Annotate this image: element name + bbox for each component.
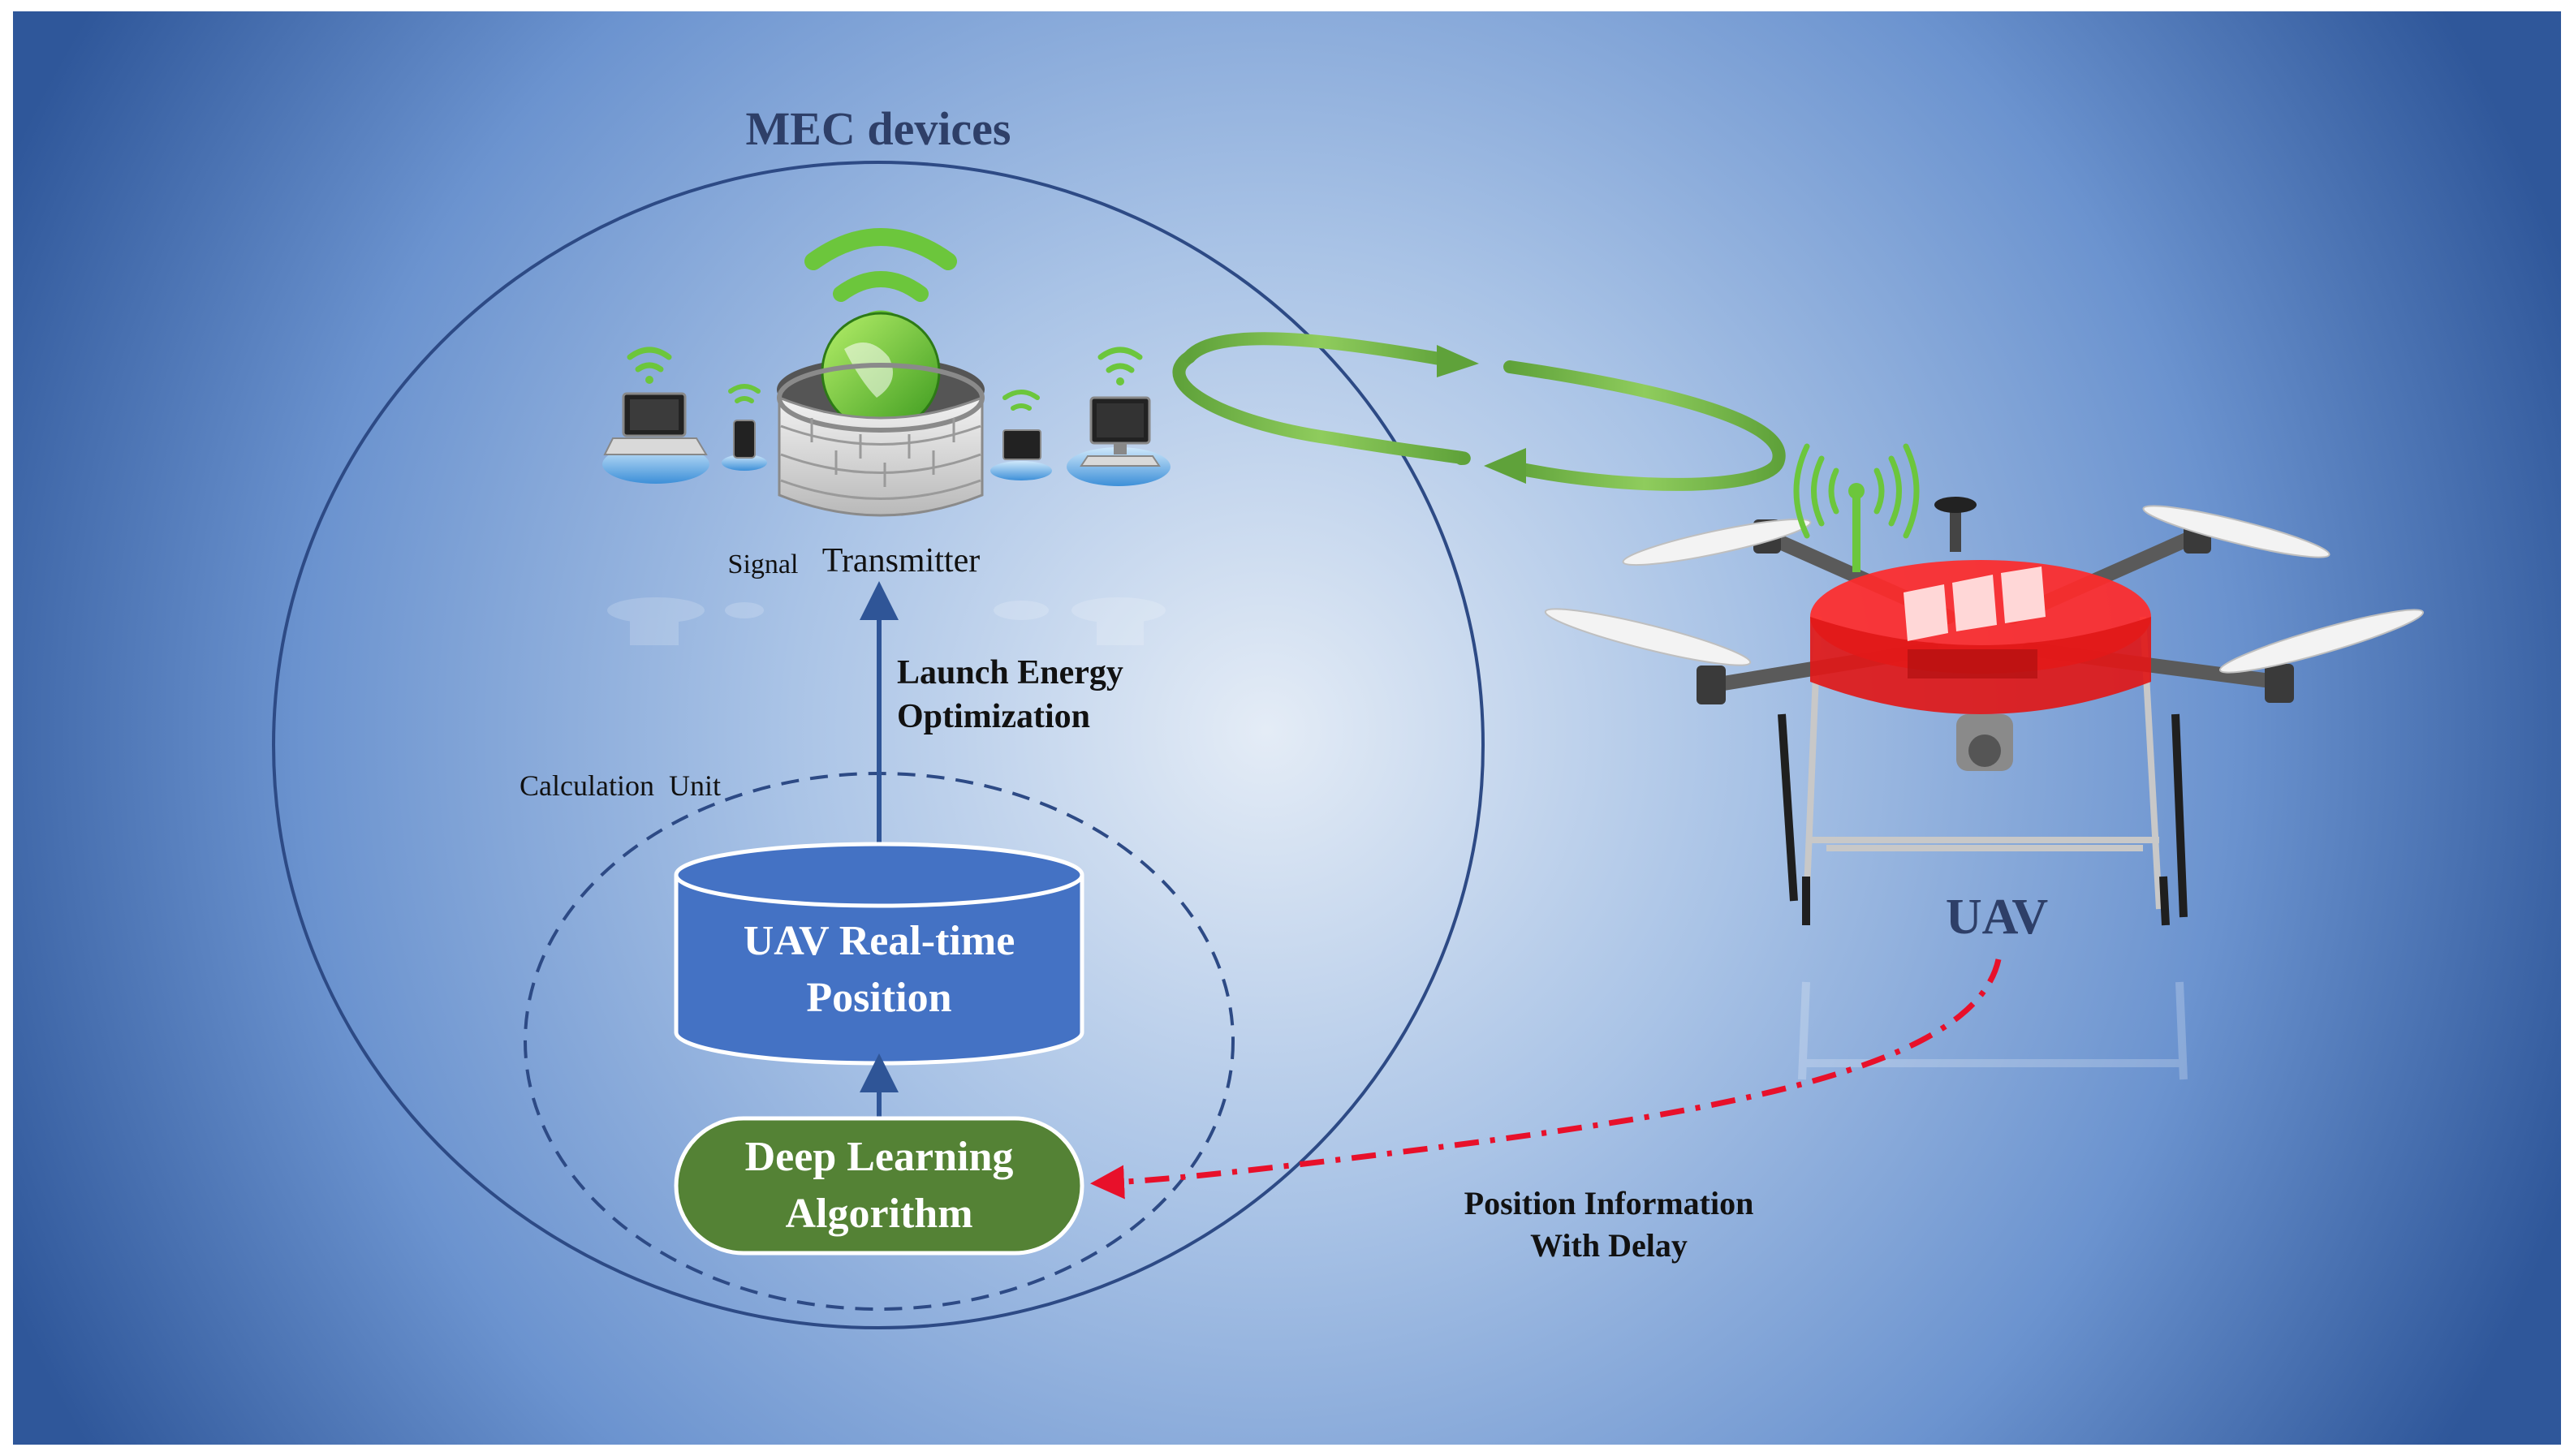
algorithm-label-line1: Deep Learning [745, 1134, 1014, 1180]
uav-label: UAV [1946, 890, 2049, 945]
background-panel [10, 8, 2564, 1448]
desktop-icon [1067, 347, 1171, 486]
loop-arrowhead-left [1484, 448, 1526, 484]
loop-arrowhead-right [1437, 345, 1479, 377]
transmitter-label: Transmitter [822, 542, 980, 579]
laptop-icon [602, 347, 709, 484]
mec-devices-title: MEC devices [746, 102, 1011, 155]
antenna-signal-icon [1793, 443, 1920, 539]
position-info-label-line1: Position Information [1464, 1185, 1754, 1221]
database-label-line2: Position [806, 975, 951, 1021]
position-delay-arrow [1090, 958, 2002, 1200]
globe-firewall-icon [777, 312, 985, 517]
network-device-cluster [602, 228, 1171, 645]
uav-position-database: UAV Real-time Position [674, 842, 1084, 1066]
launch-energy-label-line1: Launch Energy [897, 654, 1123, 691]
tablet-icon [990, 390, 1052, 480]
launch-energy-label-line2: Optimization [897, 698, 1090, 735]
algorithm-label-line2: Algorithm [785, 1191, 972, 1237]
communication-loop-arrows [1172, 332, 1786, 491]
drone-icon [1544, 443, 2425, 1080]
database-label-line1: UAV Real-time [744, 918, 1015, 964]
tablet-icon [722, 384, 767, 471]
calculation-unit-label: Calculation Unit [520, 769, 721, 802]
mec-boundary-circle [272, 161, 1485, 1329]
deep-learning-algorithm-node: Deep Learning Algorithm [674, 1116, 1084, 1256]
signal-label: Signal [728, 549, 799, 579]
position-info-label-line2: With Delay [1530, 1227, 1688, 1264]
